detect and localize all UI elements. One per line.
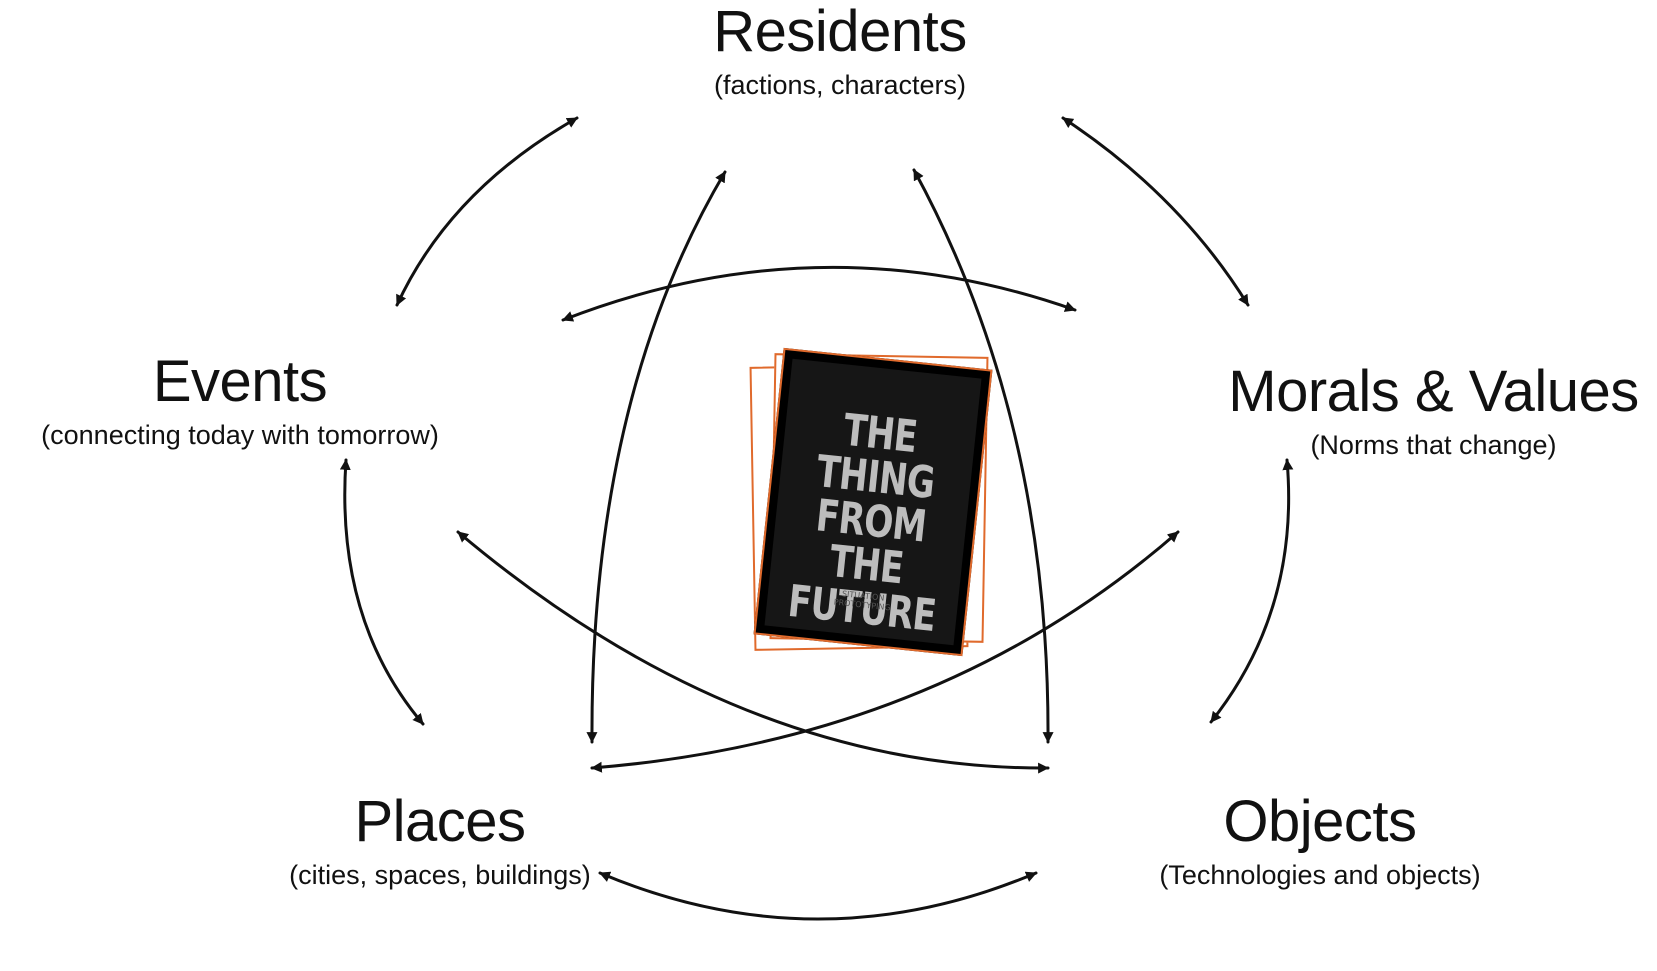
node-subtitle: (cities, spaces, buildings)	[289, 859, 591, 890]
node-title: Morals & Values	[1228, 359, 1639, 424]
book-card-front: THE THING FROM THE FUTURE SITUATION PROT…	[753, 347, 993, 657]
arrow-places-objects	[598, 871, 1038, 921]
node-events: Events (connecting today with tomorrow)	[0, 349, 480, 451]
node-title: Objects	[1223, 789, 1417, 854]
arrow-residents-places	[586, 170, 727, 744]
node-subtitle: (Norms that change)	[1310, 429, 1557, 460]
arrow-events-morals	[561, 265, 1077, 322]
arrow-morals-objects	[1209, 458, 1294, 724]
book-cover-image: THE THING FROM THE FUTURE SITUATION PROT…	[740, 347, 1020, 680]
arrow-residents-events	[395, 116, 579, 307]
node-subtitle: (factions, characters)	[713, 69, 967, 100]
arrow-residents-morals	[1061, 116, 1250, 307]
node-places: Places (cities, spaces, buildings)	[240, 789, 640, 891]
node-subtitle: (Technologies and objects)	[1159, 859, 1481, 890]
arrow-morals-places	[590, 530, 1180, 773]
node-residents: Residents (factions, characters)	[560, 0, 1120, 101]
node-objects: Objects (Technologies and objects)	[1100, 789, 1540, 891]
node-title: Places	[354, 789, 526, 854]
node-morals-values: Morals & Values (Norms that change)	[1210, 359, 1657, 461]
node-title: Residents	[713, 0, 967, 64]
node-subtitle: (connecting today with tomorrow)	[41, 419, 439, 450]
book-card-inner: THE THING FROM THE FUTURE SITUATION PROT…	[764, 358, 982, 646]
node-title: Events	[152, 349, 328, 414]
arrow-events-places	[339, 458, 425, 726]
